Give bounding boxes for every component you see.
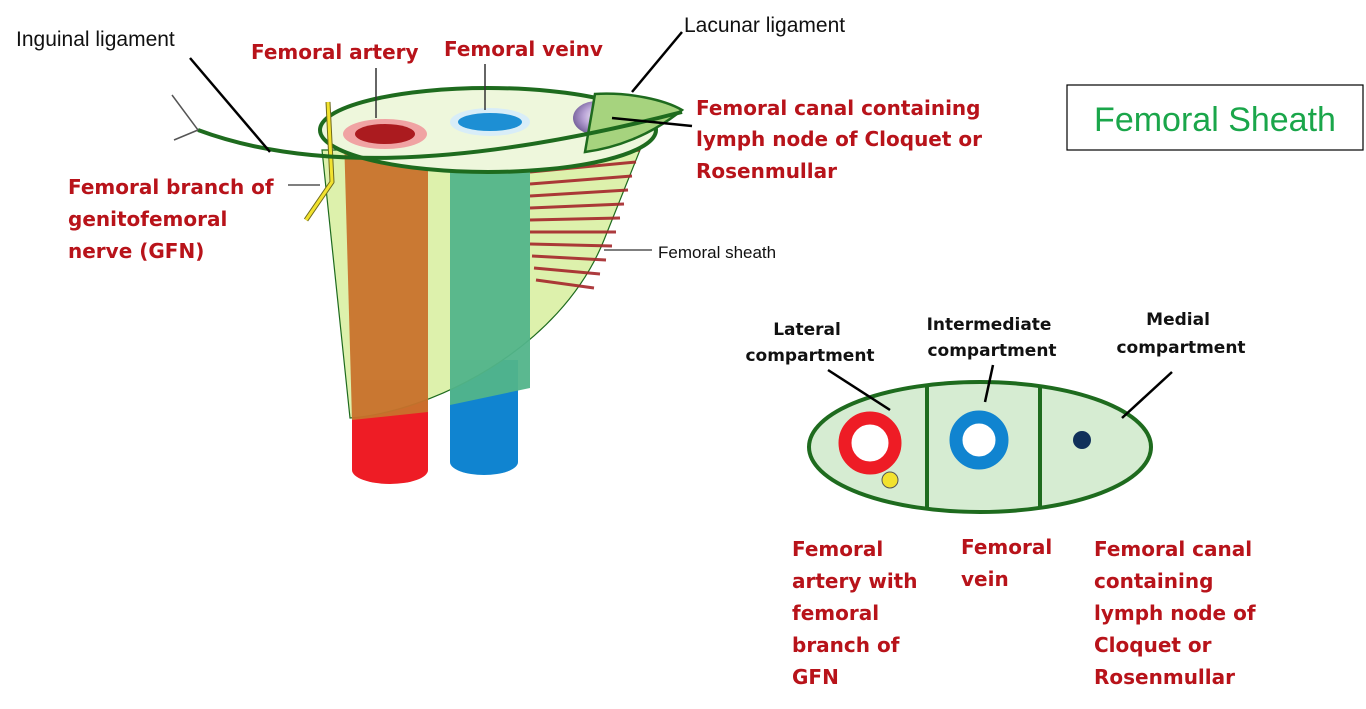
femoral-canal-label: Femoral canal containing lymph node of C…	[696, 96, 989, 183]
gfn-branch-label: Femoral branch of genitofemoral nerve (G…	[68, 175, 281, 263]
title-box: Femoral Sheath	[1066, 84, 1364, 151]
femoral-canal-striations	[529, 148, 641, 290]
vein-section	[949, 410, 1009, 470]
intermediate-compartment-label: Intermediate compartment	[927, 315, 1058, 361]
inguinal-ligament-end	[171, 94, 199, 141]
artery-caption: Femoral artery with femoral branch of GF…	[792, 537, 924, 689]
inguinal-ligament-label: Inguinal ligament	[16, 28, 175, 51]
lateral-compartment-label: Lateral compartment	[745, 320, 874, 366]
femoral-sheath-label: Femoral sheath	[658, 243, 776, 262]
gfn-branch-section	[881, 471, 899, 489]
lymph-node-section	[1073, 431, 1091, 449]
femoral-vein-lumen	[458, 113, 522, 131]
femoral-artery-label: Femoral artery	[251, 40, 419, 64]
medial-compartment-label: Medial compartment	[1116, 310, 1245, 358]
canal-caption: Femoral canal containing lymph node of C…	[1094, 537, 1262, 689]
lacunar-ligament-label: Lacunar ligament	[684, 14, 845, 37]
femoral-vein-label: Femoral veinv	[444, 37, 603, 61]
inguinal-ligament-line	[197, 110, 683, 160]
sheath-3d-illustration: Inguinal ligament Femoral artery Femoral…	[16, 14, 989, 484]
artery-section	[838, 411, 902, 475]
femoral-vein-tube	[450, 124, 530, 405]
femoral-artery-lumen	[355, 124, 415, 144]
title-text: Femoral Sheath	[1094, 101, 1336, 139]
vein-caption: Femoral vein	[961, 535, 1059, 591]
femoral-artery-tube	[344, 136, 428, 420]
cross-section: Lateral compartment Intermediate compart…	[745, 310, 1262, 689]
